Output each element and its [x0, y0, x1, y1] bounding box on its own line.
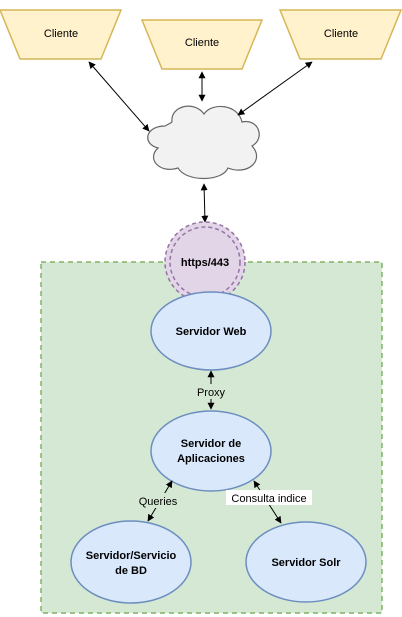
- web-server-label: Servidor Web: [176, 326, 247, 338]
- queries-edge-label: Queries: [139, 496, 178, 508]
- cloud-https-connector: [200, 183, 209, 223]
- client-label: Cliente: [324, 28, 358, 40]
- client-node-3[interactable]: Cliente: [278, 9, 402, 60]
- proxy-label-bg: [193, 384, 229, 399]
- app-server-label-line1: Servidor de: [181, 438, 242, 450]
- client-node-2[interactable]: Cliente: [140, 19, 264, 70]
- client1-cloud-connector: [88, 61, 150, 132]
- solr-server-node[interactable]: Servidor Solr: [245, 521, 367, 603]
- client3-cloud-connector: [237, 61, 313, 116]
- https-port-label: https/443: [181, 257, 229, 269]
- https-port-node[interactable]: https/443: [164, 221, 246, 303]
- consulta-indice-edge-label: Consulta indice: [231, 493, 306, 505]
- client-label: Cliente: [185, 37, 219, 49]
- db-server-label-line2: de BD: [115, 565, 147, 577]
- db-server-node[interactable]: Servidor/Servicio de BD: [70, 520, 192, 604]
- client-node-1[interactable]: Cliente: [0, 9, 123, 60]
- queries-label-bg: [136, 493, 180, 508]
- web-server-node[interactable]: Servidor Web: [150, 291, 272, 371]
- app-server-label-line2: Aplicaciones: [177, 453, 245, 465]
- app-server-node[interactable]: Servidor de Aplicaciones: [150, 410, 272, 492]
- internet-cloud: [147, 105, 260, 179]
- solr-server-label: Servidor Solr: [271, 557, 341, 569]
- db-server-label-line1: Servidor/Servicio: [86, 550, 177, 562]
- proxy-edge-label: Proxy: [197, 387, 226, 399]
- client-label: Cliente: [44, 28, 78, 40]
- consulta-label-bg: [226, 490, 312, 505]
